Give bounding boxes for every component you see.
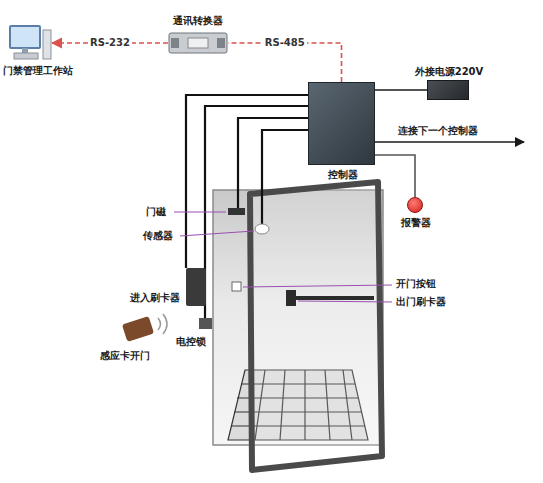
part-label: 传感器 — [143, 230, 173, 242]
wire — [238, 118, 308, 208]
part-label: 电控锁 — [176, 336, 206, 348]
keyboard — [14, 53, 38, 59]
card — [122, 316, 154, 342]
pc-tower — [43, 30, 51, 59]
monitor — [10, 26, 40, 48]
power-supply-box: 外接电源220V — [427, 80, 469, 100]
workstation-node: 门禁管理工作站 — [8, 24, 52, 62]
wire — [262, 130, 308, 224]
part-label: 感应卡开门 — [100, 350, 150, 362]
leader-line — [298, 301, 392, 302]
connector — [375, 155, 415, 197]
leaders — [174, 212, 392, 302]
node-label: 通讯转换器 — [173, 15, 223, 27]
door-magnet — [228, 208, 245, 215]
part-label: 门磁 — [146, 206, 166, 218]
controller-box: 控制器 — [308, 82, 375, 165]
leader-line — [243, 285, 392, 287]
push-bar — [296, 296, 374, 300]
converter-body — [169, 33, 227, 53]
signal — [163, 314, 167, 334]
connector — [375, 89, 427, 91]
converter-plate — [188, 38, 208, 48]
converter-node: 通讯转换器 — [168, 30, 228, 56]
electric-lock — [199, 318, 212, 329]
part-label: 开门按钮 — [396, 278, 436, 290]
edge-label: RS-232 — [88, 37, 132, 49]
open-button — [232, 282, 241, 291]
node-label: 外接电源220V — [415, 66, 484, 78]
node-label: 报警器 — [401, 217, 431, 229]
door-sensor — [255, 224, 269, 234]
node-label: 控制器 — [328, 169, 358, 181]
entry-reader — [186, 268, 206, 306]
part-label: 连接下一个控制器 — [398, 125, 478, 137]
node-label: 门禁管理工作站 — [3, 65, 73, 77]
leader-line — [180, 231, 254, 236]
next-controller-arrow — [375, 141, 524, 143]
wires — [186, 95, 308, 318]
proximity-card — [122, 314, 167, 342]
port — [171, 38, 179, 48]
part-label: 出门刷卡器 — [396, 296, 446, 308]
signal — [158, 318, 161, 330]
computer-icon — [8, 24, 52, 62]
monitor-stand — [22, 48, 28, 53]
part-label: 进入刷卡器 — [130, 292, 180, 304]
port — [217, 38, 225, 48]
alarm-node: 报警器 — [407, 197, 423, 213]
converter-icon — [168, 30, 228, 56]
edge-label: RS-485 — [263, 37, 307, 49]
leader-line — [174, 212, 226, 213]
door-leaf — [250, 182, 382, 470]
exit-reader — [286, 290, 296, 306]
